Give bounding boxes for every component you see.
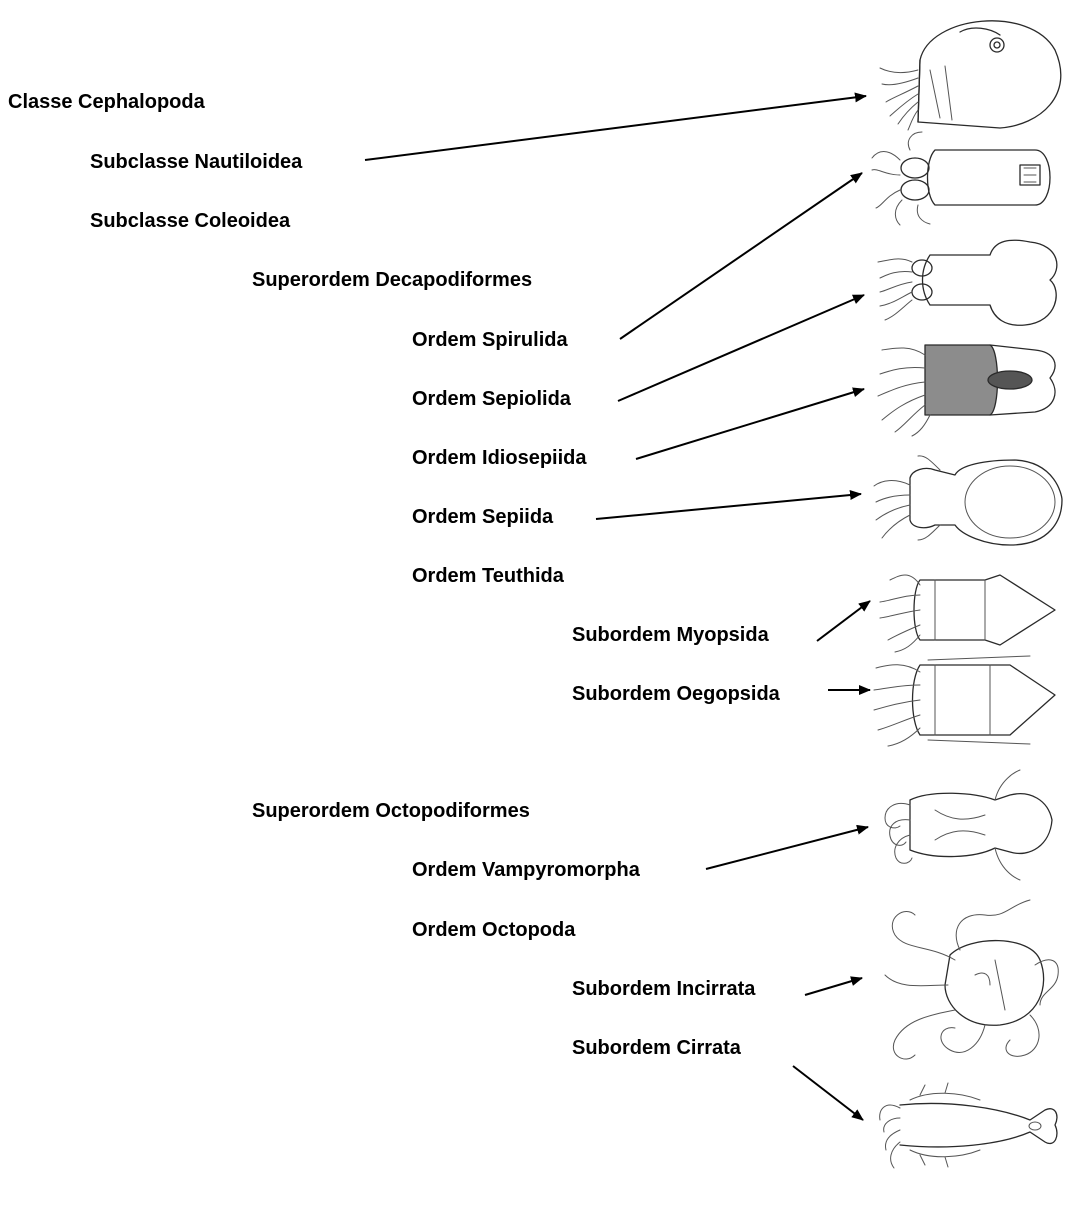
arrow-myopsida <box>817 601 870 641</box>
pygmy-squid-icon <box>878 345 1055 436</box>
octopus-icon <box>885 900 1058 1059</box>
arrow-incirrata <box>805 978 862 995</box>
dumbo-octopus-icon <box>880 1083 1057 1168</box>
cuttlefish-icon <box>874 456 1062 545</box>
nautilus-icon <box>880 21 1061 130</box>
arrow-vampyromorpha <box>706 827 868 869</box>
arrow-nautiloidea <box>365 96 866 160</box>
arrow-spirulida <box>620 173 862 339</box>
oegopsid-squid-icon <box>874 656 1055 746</box>
myopsid-squid-icon <box>880 575 1055 652</box>
spirula-icon <box>872 132 1050 225</box>
arrow-idiosepiida <box>636 389 864 459</box>
bobtail-squid-icon <box>878 240 1057 325</box>
arrow-sepiolida <box>618 295 864 401</box>
arrow-sepiida <box>596 494 861 519</box>
vampire-squid-icon <box>885 770 1052 880</box>
arrow-cirrata <box>793 1066 863 1120</box>
